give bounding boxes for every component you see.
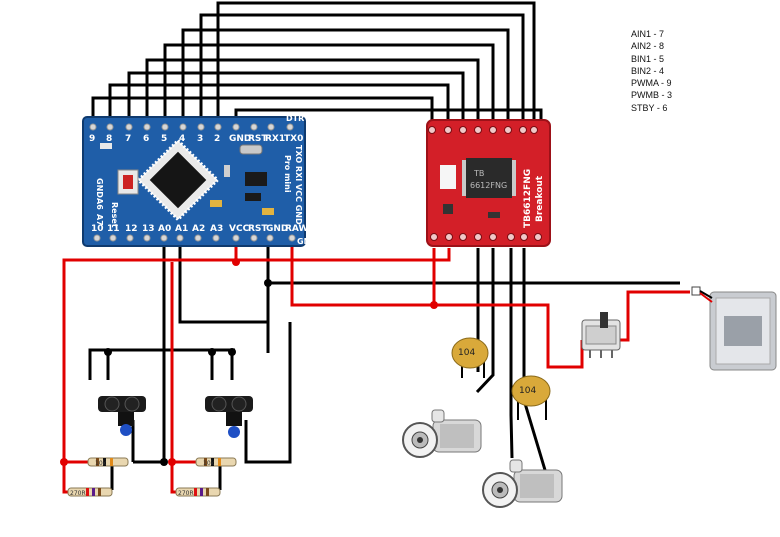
bottom-header-holes — [93, 234, 296, 242]
pin-label: GND — [229, 134, 251, 144]
lipo-battery — [691, 286, 777, 371]
resistor-270r-left: 270R — [67, 487, 113, 497]
pin-map-line: PWMB - 3 — [631, 90, 673, 101]
driver-chip-label-2: 6612FNG — [470, 181, 507, 190]
pin-label: RAW — [285, 224, 308, 234]
driver-bottom-holes — [430, 233, 542, 241]
capacitor-2-label: 104 — [519, 386, 536, 396]
pin-map-line: AIN1 - 7 — [631, 29, 665, 39]
pin-label: VCC — [229, 224, 250, 234]
pin-map-line: PWMA - 9 — [631, 78, 672, 89]
driver-chip-legs — [462, 160, 516, 196]
resistor-270r-left-label: 270R — [70, 490, 86, 497]
pin-label: A3 — [210, 224, 223, 234]
reset-label: Reset — [110, 202, 119, 228]
pin-label: A2 — [192, 224, 205, 234]
pin-label: 5 — [161, 134, 167, 144]
pin-label: GND — [266, 224, 288, 234]
dtr-label: DTR — [286, 114, 304, 123]
pin-label: 11 — [107, 224, 120, 234]
pin-label: RX1 — [265, 134, 285, 144]
pin-map-line: BIN1 - 5 — [631, 53, 665, 64]
resistor-10k-left-label: 10k — [95, 460, 107, 467]
pro-mini-label: Pro mini — [283, 155, 292, 193]
resistor-270r-right-label: 270R — [178, 490, 194, 497]
resistor-10k-right: 10k — [195, 457, 237, 467]
resistor-10k-right-label: 10k — [203, 460, 215, 467]
pin-label: 8 — [106, 134, 112, 144]
pin-label: 12 — [125, 224, 138, 234]
pin-label: RST — [248, 134, 268, 144]
junction-dots-red — [60, 258, 438, 466]
pin-label: 4 — [179, 134, 185, 144]
pin-label: A7 — [95, 214, 104, 226]
pin-map-line: STBY - 6 — [631, 102, 668, 113]
pin-label: 7 — [125, 134, 131, 144]
pin-labels-vertical: TXO RXI VCC GND — [294, 145, 303, 225]
pin-label: 13 — [142, 224, 155, 234]
pin-label: GND — [95, 178, 104, 198]
gnd-corner-label: GND — [297, 237, 317, 246]
pin-label: A0 — [158, 224, 171, 234]
top-header-holes — [89, 123, 294, 131]
pin-label: 3 — [197, 134, 203, 144]
pin-label: 9 — [89, 134, 95, 144]
pin-label: 2 — [214, 134, 220, 144]
crystal — [239, 144, 263, 155]
pin-label: A1 — [175, 224, 188, 234]
pin-map-legend: AIN1 - 7 AIN2 - 8 BIN1 - 5 BIN2 - 4 PWMA… — [631, 28, 672, 114]
ir-sensor-left — [98, 396, 146, 436]
pin-label: 10 — [91, 224, 104, 234]
driver-chip — [466, 158, 512, 198]
driver-top-holes — [428, 126, 538, 134]
pin-label: 6 — [143, 134, 149, 144]
pin-label: RST — [248, 224, 268, 234]
driver-breakout-label: Breakout — [535, 175, 545, 222]
capacitor-2: 104 — [511, 375, 551, 420]
driver-chip-label-1: TB — [473, 169, 484, 178]
capacitor-1: 104 — [451, 337, 489, 378]
pin-map-line: AIN2 - 8 — [631, 41, 665, 52]
resistor-10k-left: 10k — [87, 457, 129, 467]
tb6612fng-driver: TB 6612FNG TB6612FNG Breakout — [426, 119, 551, 247]
resistor-270r-right: 270R — [175, 487, 221, 497]
junction-dots — [104, 279, 272, 466]
slide-switch — [581, 312, 621, 358]
mcu-chip — [136, 138, 220, 222]
pin-label: TX0 — [284, 134, 303, 144]
motor-b — [482, 459, 563, 508]
pin-label: A6 — [95, 198, 104, 210]
red-wires — [62, 240, 690, 494]
pin-map-line: BIN2 - 4 — [631, 65, 665, 76]
motor-a — [402, 409, 482, 458]
capacitor-1-label: 104 — [458, 348, 475, 358]
driver-name-label: TB6612FNG — [523, 169, 533, 228]
ir-sensor-right — [205, 396, 253, 438]
